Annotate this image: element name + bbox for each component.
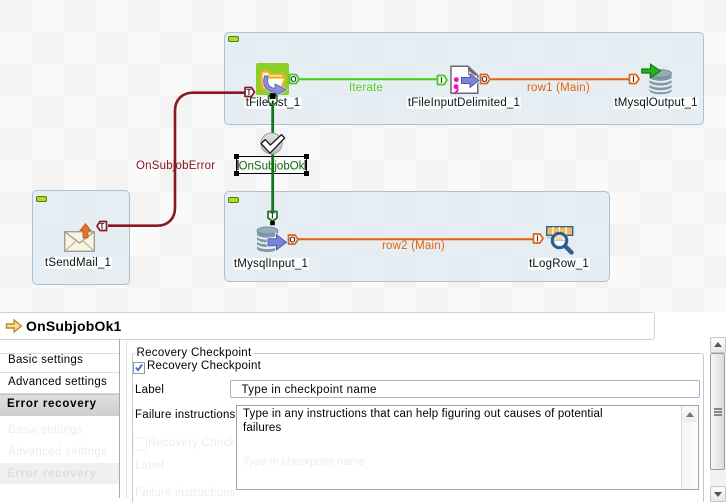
svg-text:O: O: [481, 75, 487, 84]
svg-text:T: T: [270, 212, 275, 221]
svg-text:OnSubjobOk: OnSubjobOk: [239, 161, 305, 173]
svg-text:I: I: [632, 75, 634, 84]
svg-text:I: I: [536, 234, 538, 243]
svg-text:O: O: [290, 75, 296, 84]
svg-text:O: O: [289, 235, 295, 244]
svg-text:T: T: [100, 222, 105, 231]
svg-text:T: T: [247, 88, 252, 97]
svg-text:I: I: [440, 76, 442, 85]
